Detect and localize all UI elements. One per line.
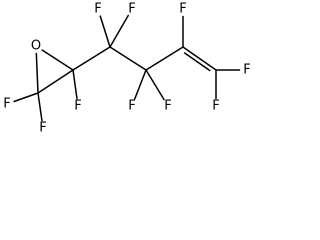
bond-C2-F_c2 [72,69,78,100]
atom-label-f-c6-bottom: F [212,99,219,114]
atom-label-f-c5-left: F [128,99,135,114]
bond-C1-C2 [37,69,74,94]
bond-C4-C5 [145,46,184,71]
atom-label-f-c3-top: F [179,2,186,17]
bond-C3-F_c4_right [109,14,129,48]
atom-label-f-c5-right: F [164,99,171,114]
bonds-layer [13,14,241,122]
bond-O_epoxide-C2 [41,49,74,71]
bond-C2-C3 [72,46,111,71]
atom-label-f-c6-right: F [243,63,250,78]
bond-C1-F_c1_left [13,92,39,103]
atom-label-f-c4-left: F [94,2,101,17]
bond-C5-C6 [182,46,217,71]
atom-label-f-c1-left: F [3,97,10,112]
atom-label-f-c2: F [74,99,81,114]
bond-C1-F_c1_bottom [37,92,43,122]
atom-label-f-c1-bottom: F [39,121,46,136]
atom-labels-layer: F F F O F F F F F F F [3,2,250,136]
bond-C3-C4 [109,46,147,71]
bond-C3-F_c4_left [99,15,111,48]
bond-C5-C6-second [183,52,211,72]
bond-C1-O_epoxide [35,52,39,94]
atom-label-f-c4-right: F [128,2,135,17]
bond-C4-F_c5_right [145,69,165,101]
molecule-structure: F F F O F F F F F F F [3,2,250,136]
bond-C4-F_c5_left [133,69,147,100]
atom-label-o-epoxide: O [31,39,41,54]
